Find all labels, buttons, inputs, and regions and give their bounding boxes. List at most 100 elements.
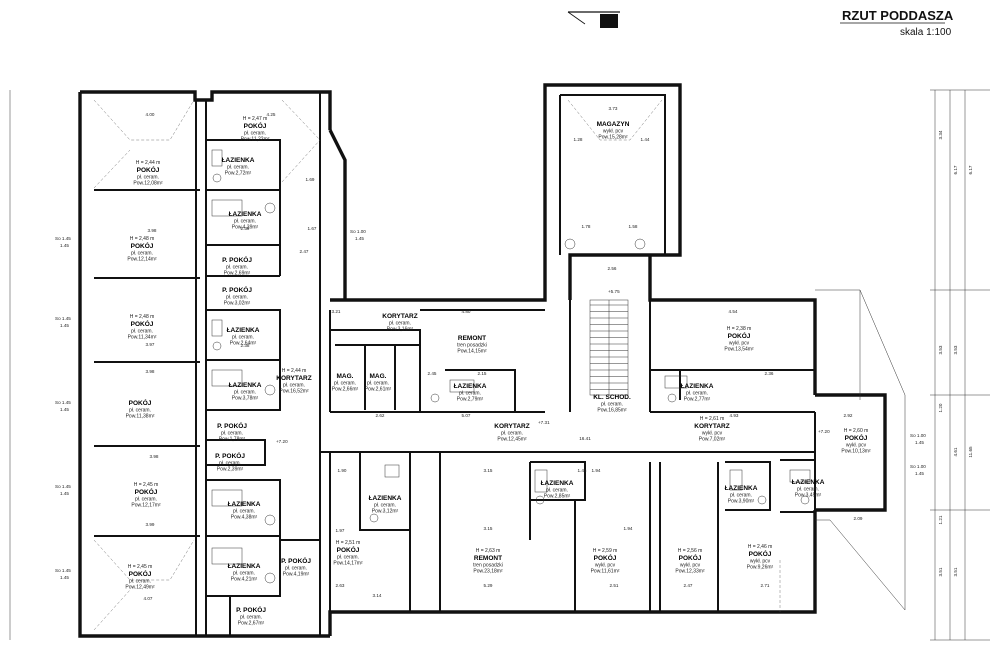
room-height: H = 2,61 m <box>700 416 725 422</box>
outer-walls <box>78 83 906 638</box>
room-floor: pł. ceram. <box>797 487 819 493</box>
window-label: So 1.00 <box>350 229 366 234</box>
window-label: So 1.45 <box>55 484 71 489</box>
room-area: Pow.7,02m² <box>699 437 726 443</box>
room-name: POKÓJ <box>131 319 154 328</box>
room-floor: wykł. pcv <box>702 431 723 437</box>
room-floor: pł. ceram. <box>730 493 752 499</box>
right-dimension-label: 3.53 <box>938 345 943 354</box>
level-marker: +7.20 <box>276 439 288 444</box>
room-name: MAG. <box>370 373 387 380</box>
internal-walls-left <box>94 92 321 636</box>
room-floor: pł. ceram. <box>546 488 568 494</box>
dimension-label: 3.99 <box>146 522 155 527</box>
right-dimension-label: 3.51 <box>938 567 943 576</box>
dimension-lines <box>9 89 990 641</box>
dimension-label: 1.69 <box>306 177 315 182</box>
dimension-label: 1.67 <box>308 226 317 231</box>
room-height: H = 2,45 m <box>128 564 153 570</box>
dimension-label: 5.07 <box>462 413 471 418</box>
room-name: ŁAZIENKA <box>228 563 261 570</box>
dimension-label: 2.56 <box>608 266 617 271</box>
room-name: POKÓJ <box>337 545 360 554</box>
level-marker: +5.75 <box>608 289 620 294</box>
room-area: Pow.2,39m² <box>217 467 244 473</box>
roof-lines <box>93 99 781 631</box>
room-area: Pow.4,38m² <box>231 515 258 521</box>
room-name: POKÓJ <box>129 398 152 407</box>
room-height: H = 2,48 m <box>130 236 155 242</box>
window-label: 1.45 <box>60 491 69 496</box>
room-height: H = 2,47 m <box>243 116 268 122</box>
dimension-label: 3.73 <box>609 106 618 111</box>
room-name: ŁAZIENKA <box>541 480 574 487</box>
right-dimension-label: 11.65 <box>968 446 973 458</box>
room-floor: pł. ceram. <box>233 571 255 577</box>
room-height: H = 2,45 m <box>134 482 159 488</box>
room-height: H = 2,48 m <box>130 314 155 320</box>
room-floor: pł. ceram. <box>131 329 153 335</box>
room-height: H = 2,38 m <box>727 326 752 332</box>
room-area: Pow.13,54m² <box>724 347 754 353</box>
room-name: POKÓJ <box>728 331 751 340</box>
room-area: Pow.11,38m² <box>126 414 155 420</box>
window-label: 1.45 <box>60 575 69 580</box>
level-marker: +7.31 <box>538 420 550 425</box>
dimension-label: 3.21 <box>332 309 341 314</box>
dimension-label: 1.94 <box>592 468 601 473</box>
room-height: H = 2,56 m <box>678 548 703 554</box>
room-area: Pow.12,08m² <box>133 181 163 187</box>
room-area: Pow.2,69m² <box>224 271 251 277</box>
room-area: Pow.16,52m² <box>279 389 309 395</box>
dimension-label: 3.98 <box>148 228 157 233</box>
room-floor: pł. ceram. <box>129 408 151 414</box>
room-height: H = 2,44 m <box>136 160 161 166</box>
dimension-label: 5.29 <box>484 583 493 588</box>
window-label: So 1.45 <box>55 316 71 321</box>
room-floor: pł. ceram. <box>240 615 262 621</box>
dimension-label: 2.36 <box>765 371 774 376</box>
room-floor: pł. ceram. <box>374 503 396 509</box>
right-dimension-label: 1.21 <box>938 515 943 524</box>
dimension-label: 2.62 <box>376 413 385 418</box>
room-area: Pow.12,17m² <box>131 503 161 509</box>
room-name: P. POKÓJ <box>222 285 252 294</box>
room-name: ŁAZIENKA <box>227 327 260 334</box>
room-height: H = 2,60 m <box>844 428 869 434</box>
window-label: So 1.45 <box>55 568 71 573</box>
room-name: ŁAZIENKA <box>725 485 758 492</box>
room-floor: pł. ceram. <box>135 497 157 503</box>
room-name: ŁAZIENKA <box>222 157 255 164</box>
room-floor: pł. ceram. <box>234 219 256 225</box>
room-floor: pł. ceram. <box>389 321 411 327</box>
room-area: Pow.12,14m² <box>127 257 157 263</box>
room-area: Pow.10,13m² <box>841 449 871 455</box>
room-name: P. POKÓJ <box>222 255 252 264</box>
dimension-label: 16.41 <box>579 436 591 441</box>
room-floor: pł. ceram. <box>334 381 356 387</box>
dimension-label: 2.47 <box>300 249 309 254</box>
room-height: H = 2,63 m <box>476 548 501 554</box>
dimension-label: 2.39 <box>241 226 250 231</box>
room-area: Pow.23,18m² <box>473 569 503 575</box>
room-floor: wykł. pcv <box>680 563 701 569</box>
window-label: 1.45 <box>355 236 364 241</box>
drawing-scale: skala 1:100 <box>900 27 952 38</box>
